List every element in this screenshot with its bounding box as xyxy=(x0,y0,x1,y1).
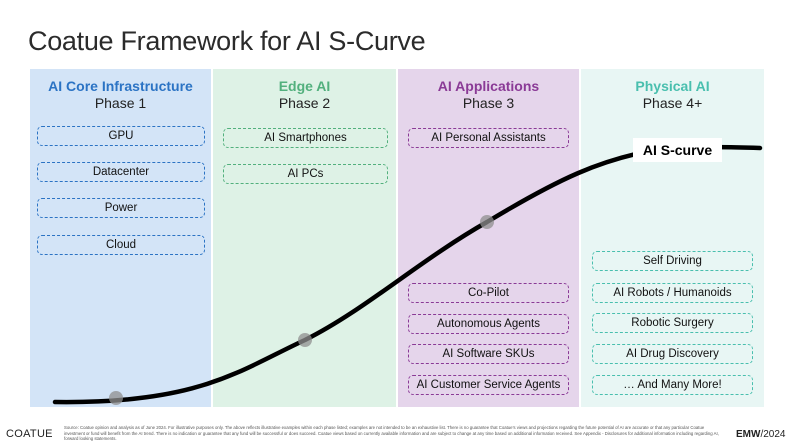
phase-4-item-self-driving: Self Driving xyxy=(592,251,753,271)
phase-4-item-ai-robots-humanoids: AI Robots / Humanoids xyxy=(592,283,753,303)
phase-2-number: Phase 2 xyxy=(278,95,331,111)
s-curve-line xyxy=(52,144,763,405)
phase-1-item-power: Power xyxy=(37,198,205,218)
phase-4-number: Phase 4+ xyxy=(642,95,703,111)
phase-1-name: AI Core Infrastructure xyxy=(48,78,193,94)
phase-3-number: Phase 3 xyxy=(462,95,515,111)
emw-text: EMW xyxy=(736,429,761,440)
phase-3-item-co-pilot: Co-Pilot xyxy=(408,283,569,303)
phase-4-item-and-many-more: … And Many More! xyxy=(592,375,753,395)
phase-4-column: Physical AI Phase 4+ Self Driving AI Rob… xyxy=(581,69,764,407)
curve-marker-phase-2 xyxy=(298,333,312,347)
phase-2-name: Edge AI xyxy=(278,78,331,94)
phase-1-item-datacenter: Datacenter xyxy=(37,162,205,182)
phase-4-item-robotic-surgery: Robotic Surgery xyxy=(592,313,753,333)
phase-2-item-ai-smartphones: AI Smartphones xyxy=(223,128,388,148)
phase-3-item-ai-software-skus: AI Software SKUs xyxy=(408,344,569,364)
phase-2-column: Edge AI Phase 2 AI Smartphones AI PCs xyxy=(213,69,396,407)
phase-3-name: AI Applications xyxy=(437,78,540,94)
curve-marker-phase-3 xyxy=(480,215,494,229)
source-footnote: Source: Coatue opinion and analysis as o… xyxy=(64,425,719,441)
phase-4-item-ai-drug-discovery: AI Drug Discovery xyxy=(592,344,753,364)
phase-3-item-ai-personal-assistants: AI Personal Assistants xyxy=(408,128,569,148)
phase-4-name: Physical AI xyxy=(635,78,710,94)
phase-3-item-autonomous-agents: Autonomous Agents xyxy=(408,314,569,334)
emw-badge: EMW/2024 xyxy=(736,429,785,440)
coatue-logo: COATUE xyxy=(6,428,53,440)
phase-1-item-cloud: Cloud xyxy=(37,235,205,255)
emw-year: /2024 xyxy=(760,429,786,440)
phase-1-column: AI Core Infrastructure Phase 1 GPU Datac… xyxy=(30,69,211,407)
phase-3-column: AI Applications Phase 3 AI Personal Assi… xyxy=(398,69,579,407)
curve-marker-phase-1 xyxy=(109,391,123,405)
page-title: Coatue Framework for AI S-Curve xyxy=(28,26,426,56)
s-curve-label: AI S-curve xyxy=(633,138,722,162)
phase-3-item-ai-customer-service-agents: AI Customer Service Agents xyxy=(408,375,569,395)
phase-2-item-ai-pcs: AI PCs xyxy=(223,164,388,184)
phase-1-number: Phase 1 xyxy=(94,95,147,111)
phase-1-item-gpu: GPU xyxy=(37,126,205,146)
